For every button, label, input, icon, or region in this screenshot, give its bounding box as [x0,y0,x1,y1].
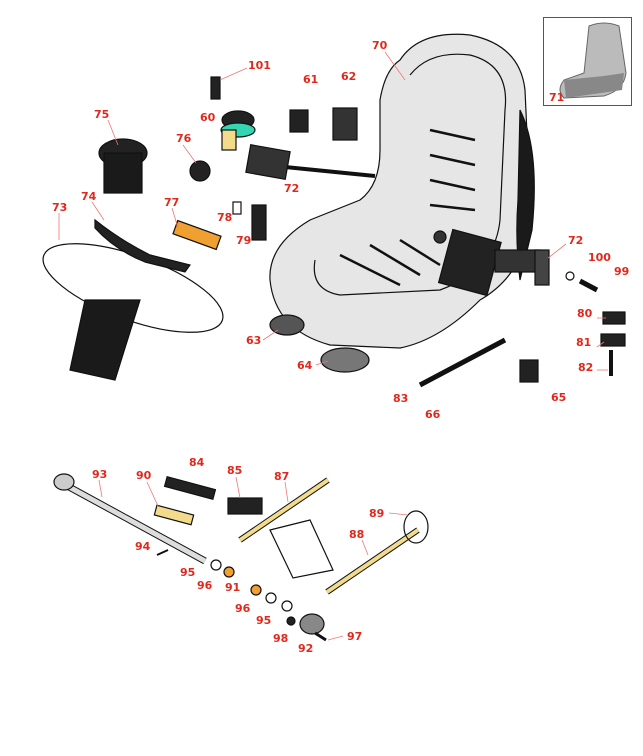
callout-85: 85 [227,464,242,477]
callout-76: 76 [176,132,192,145]
callout-89: 89 [369,507,384,520]
steering-shaft-assembly [53,473,429,642]
callout-72: 72 [284,182,299,195]
callout-101: 101 [248,59,271,72]
callout-70: 70 [372,39,388,52]
callout-71: 71 [549,91,564,104]
callout-78: 78 [217,211,232,224]
callout-62: 62 [341,70,356,83]
seat-thumbnail-image: 71 [549,22,627,104]
callout-79: 79 [236,234,251,247]
callout-60: 60 [200,111,216,124]
callout-64: 64 [297,359,313,372]
callout-92: 92 [298,642,313,655]
callout-93: 93 [92,468,107,481]
callout-63: 63 [246,334,261,347]
callout-95: 95 [180,566,195,579]
steering-wheel-part [42,218,224,381]
callout-95b: 95 [256,614,271,627]
callout-96: 96 [197,579,213,592]
callout-98: 98 [273,632,288,645]
seat-belt-retractor-part [433,228,599,297]
callout-94: 94 [135,540,151,553]
callout-81: 81 [576,336,591,349]
callout-91: 91 [225,581,240,594]
callout-66: 66 [425,408,441,421]
callout-83: 83 [393,392,408,405]
callout-82: 82 [578,361,593,374]
callout-80: 80 [577,307,593,320]
callout-99: 99 [614,265,629,278]
callout-84: 84 [189,456,205,469]
callout-labels: 101 70 61 62 75 60 76 72 74 73 77 78 79 … [52,39,629,655]
callout-73: 73 [52,201,67,214]
leader-lines [58,51,608,641]
callout-88: 88 [349,528,364,541]
callout-97: 97 [347,630,362,643]
callout-100: 100 [588,251,611,264]
callout-74: 74 [81,190,97,203]
callout-77: 77 [164,196,179,209]
callout-65: 65 [551,391,566,404]
callout-72b: 72 [568,234,583,247]
callout-61: 61 [303,73,318,86]
callout-87: 87 [274,470,289,483]
seat-assembly-thumbnail: 71 [543,17,632,106]
callout-75: 75 [94,108,109,121]
hardware-parts-top [98,76,626,388]
callout-90: 90 [136,469,152,482]
callout-96b: 96 [235,602,251,615]
